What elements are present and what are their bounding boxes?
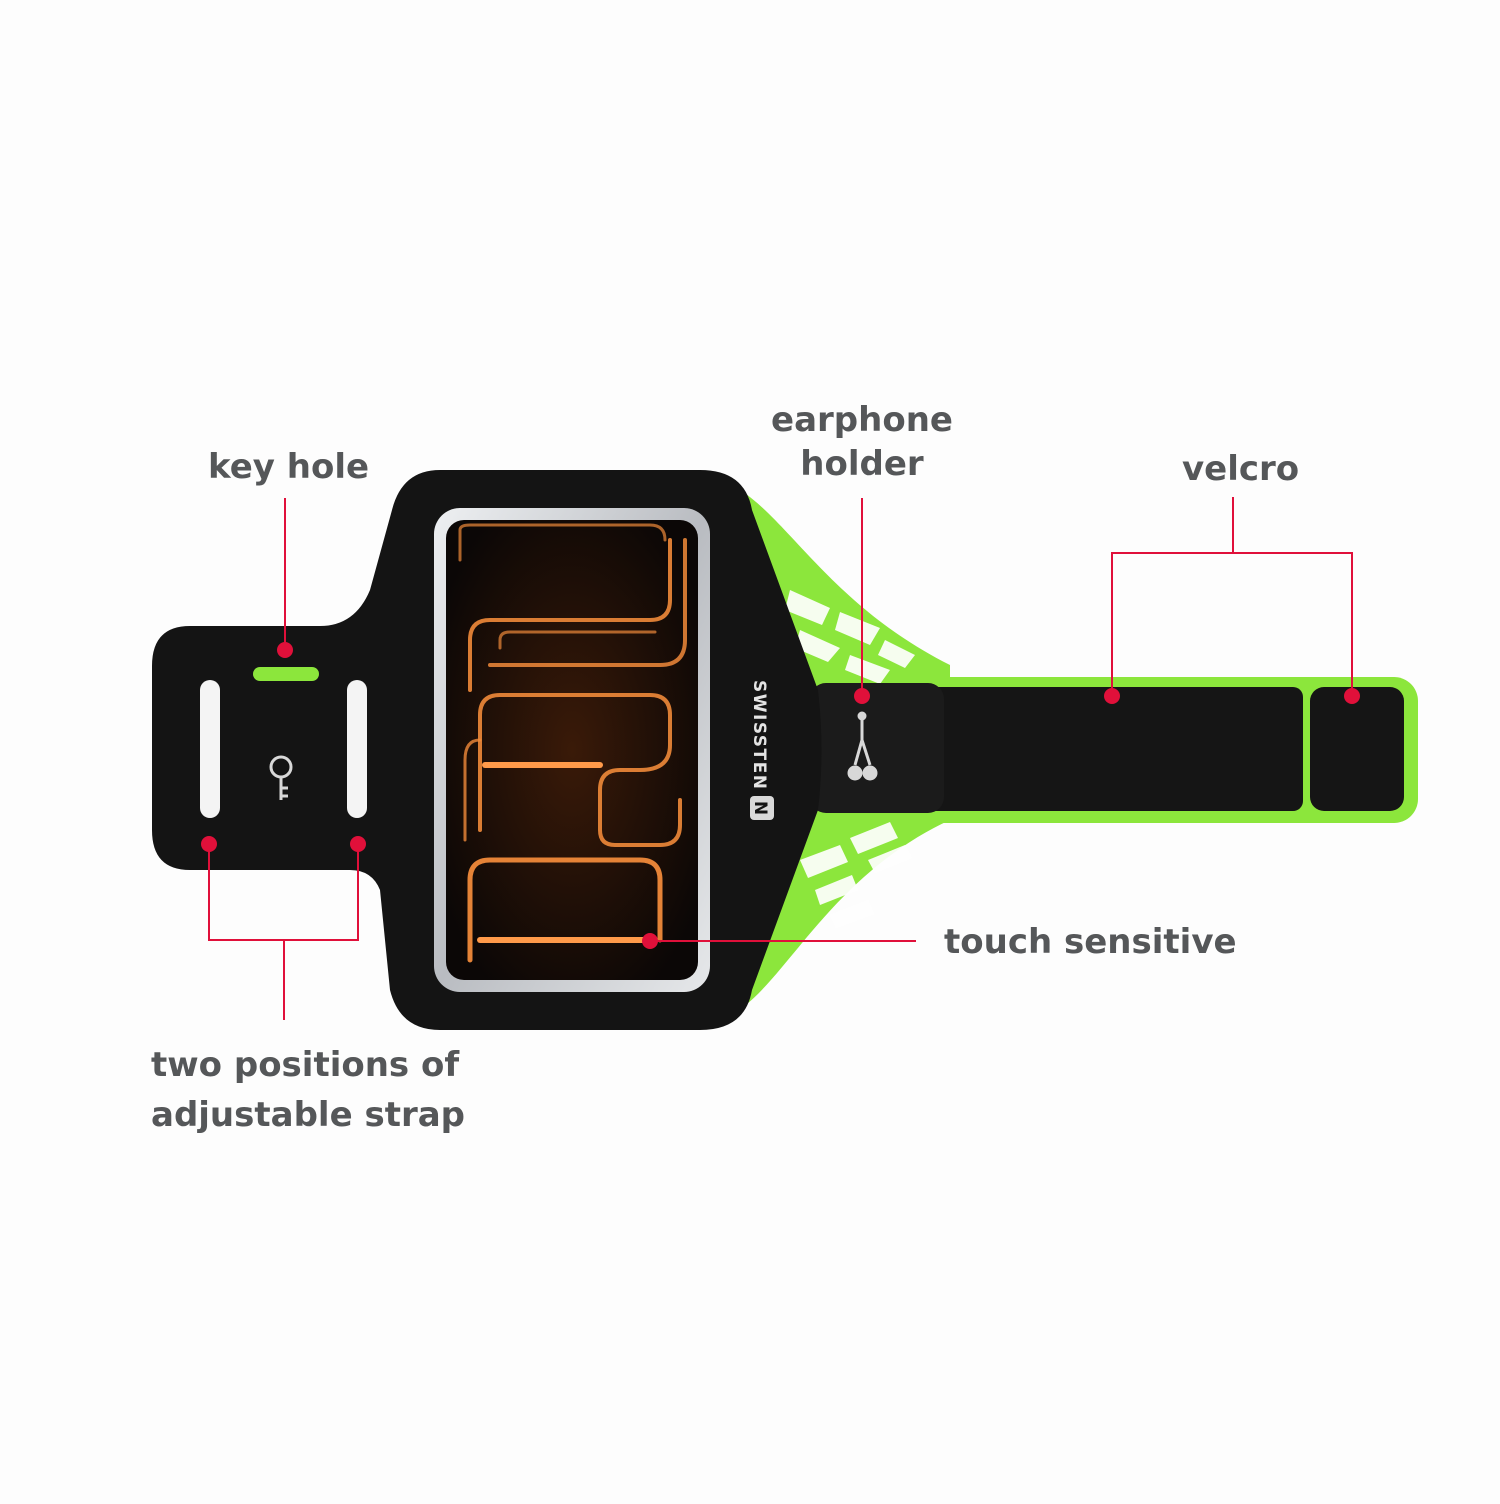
label-key-hole: key hole — [208, 447, 370, 487]
callout-dot-touch-sensitive — [642, 933, 658, 949]
callout-dot-velcro-2 — [1344, 688, 1360, 704]
callout-lines — [208, 497, 1353, 1020]
velcro-tip — [1310, 687, 1404, 811]
strap-slot-left — [200, 680, 220, 818]
earphone-holder-panel — [810, 683, 944, 813]
velcro-strap — [925, 687, 1303, 811]
touch-screen — [446, 520, 698, 980]
brand-logo: SWISSTEN — [749, 680, 769, 790]
callout-dot-earphone-holder — [854, 688, 870, 704]
label-adjustable-strap-line2: adjustable strap — [151, 1095, 466, 1135]
key-hole — [253, 667, 319, 681]
callout-dot-velcro-1 — [1104, 688, 1120, 704]
callout-dot-strap-left — [201, 836, 217, 852]
label-adjustable-strap-line1: two positions of — [151, 1045, 460, 1085]
label-touch-sensitive: touch sensitive — [944, 922, 1237, 962]
brand-mark-box — [750, 796, 774, 820]
earphone-splitter-icon — [847, 711, 878, 781]
callout-dots — [201, 642, 1360, 949]
strap-slot-right — [347, 680, 367, 818]
label-earphone-holder: earphone holder — [762, 398, 962, 486]
key-icon — [269, 755, 293, 800]
label-velcro: velcro — [1182, 449, 1300, 489]
screen-wallpaper — [458, 523, 687, 963]
brand-mark: N — [750, 801, 770, 815]
callout-dot-strap-right — [350, 836, 366, 852]
callout-dot-key-hole — [277, 642, 293, 658]
label-adjustable-strap: two positions of adjustable strap — [151, 1040, 465, 1140]
label-earphone-holder-line2: holder — [800, 444, 924, 484]
brand-name: SWISSTEN — [749, 680, 769, 790]
label-earphone-holder-line1: earphone — [771, 400, 953, 440]
